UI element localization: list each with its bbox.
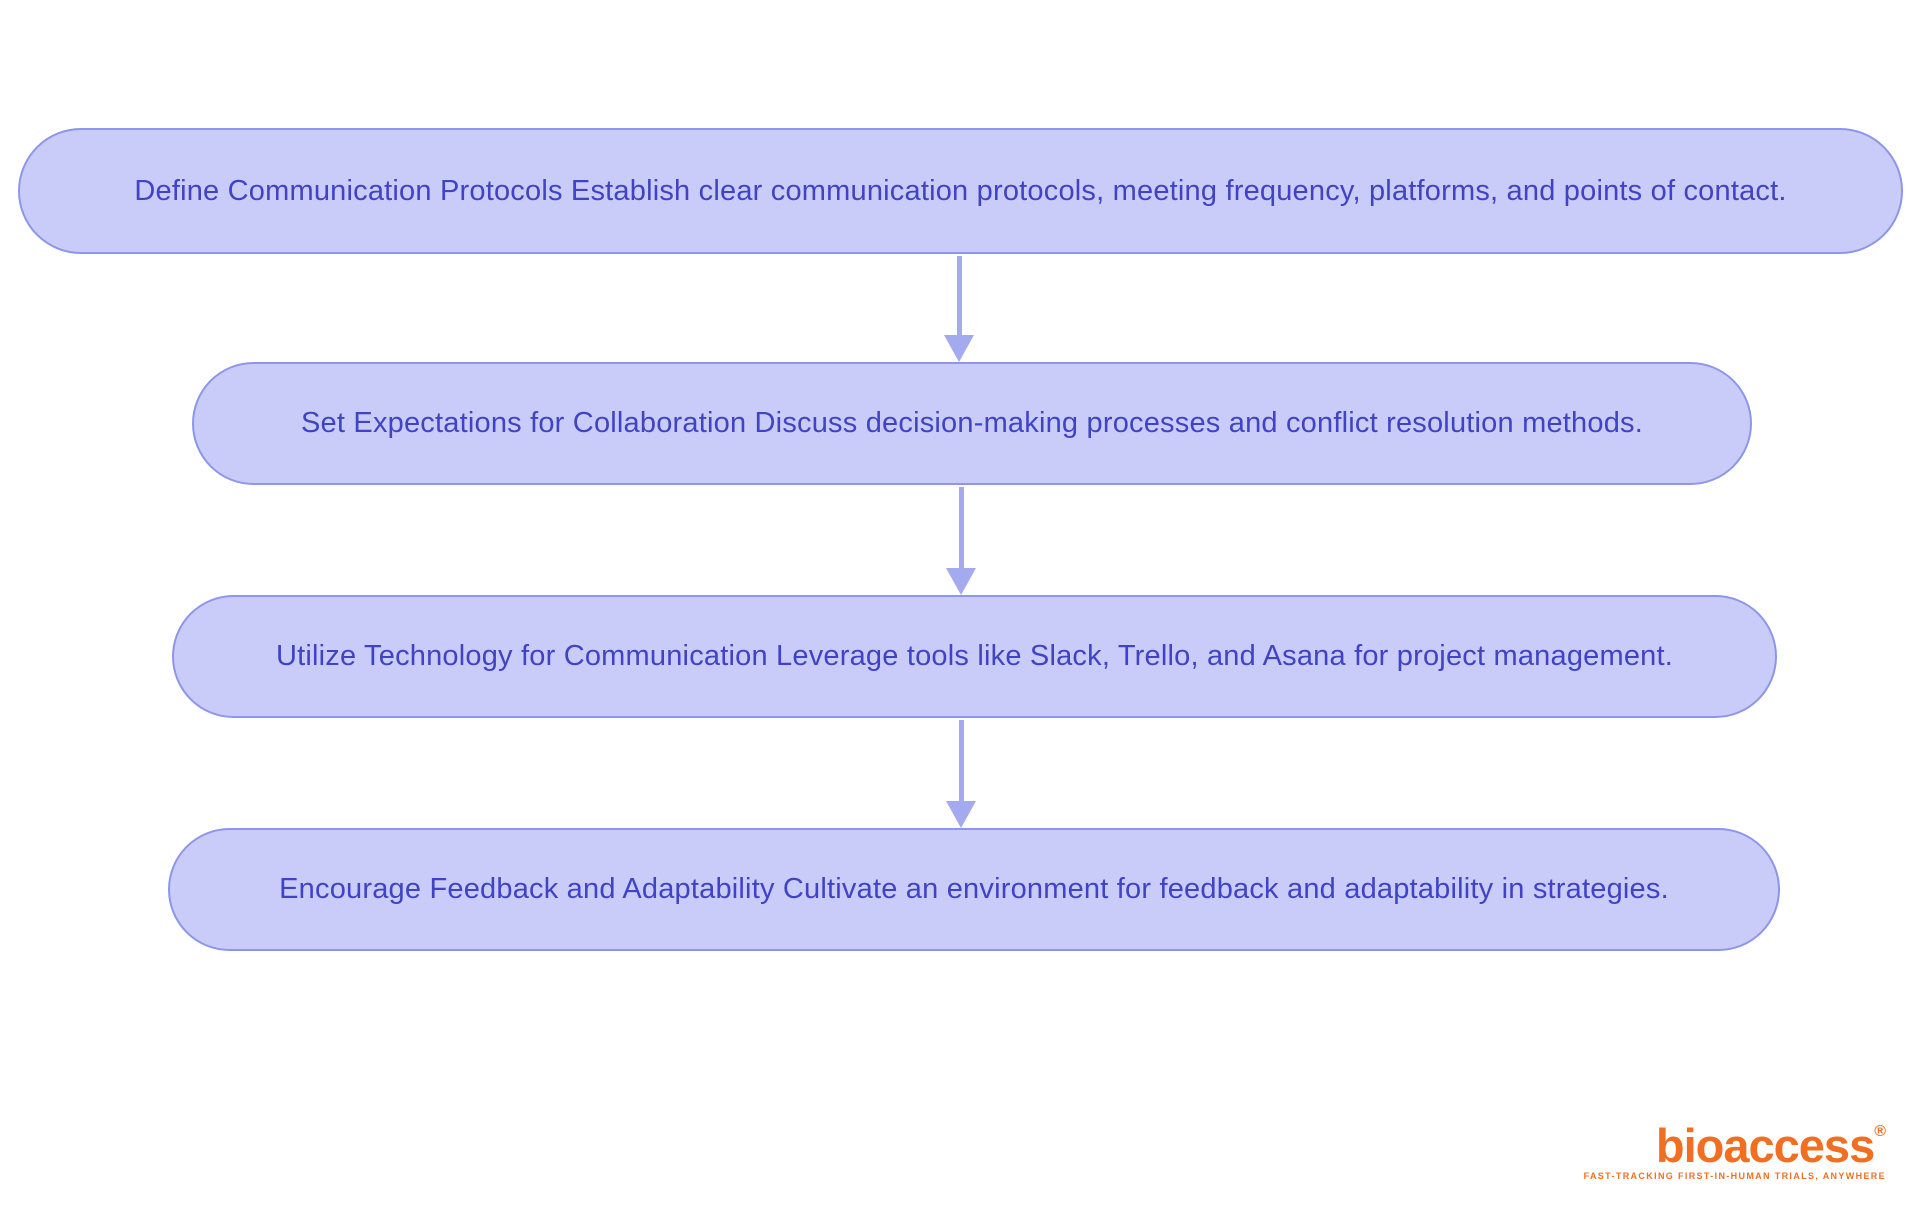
flow-arrow-2	[946, 487, 976, 595]
flow-step-label: Set Expectations for Collaboration Discu…	[301, 407, 1643, 439]
flow-step-label: Encourage Feedback and Adaptability Cult…	[279, 873, 1669, 905]
arrow-down-icon	[946, 568, 976, 595]
flow-step-set-expectations: Set Expectations for Collaboration Discu…	[192, 362, 1752, 485]
flow-step-label: Define Communication Protocols Establish…	[134, 174, 1787, 207]
arrow-down-icon	[944, 335, 974, 362]
arrow-line	[958, 720, 964, 804]
arrow-line	[958, 487, 964, 571]
registered-trademark: ®	[1874, 1123, 1886, 1140]
arrow-line	[956, 256, 962, 338]
flow-step-define-communication-protocols: Define Communication Protocols Establish…	[18, 128, 1903, 254]
logo-wordmark: bioaccess®	[1655, 1119, 1886, 1172]
flow-step-encourage-feedback: Encourage Feedback and Adaptability Cult…	[168, 828, 1780, 951]
arrow-down-icon	[946, 801, 976, 828]
flow-arrow-3	[946, 720, 976, 828]
bioaccess-logo: bioaccess® FAST-TRACKING FIRST-IN-HUMAN …	[1584, 1122, 1886, 1181]
flow-step-label: Utilize Technology for Communication Lev…	[275, 640, 1674, 672]
flow-step-utilize-technology: Utilize Technology for Communication Lev…	[172, 595, 1777, 718]
logo-tagline: FAST-TRACKING FIRST-IN-HUMAN TRIALS, ANY…	[1583, 1171, 1886, 1181]
flow-arrow-1	[944, 256, 974, 362]
